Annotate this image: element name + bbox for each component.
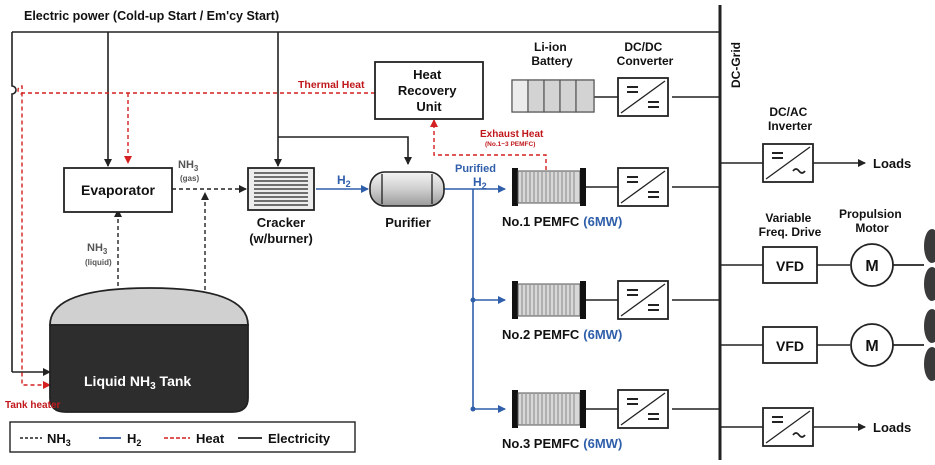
motor-2-label: M — [865, 338, 878, 355]
svg-text:No.1 PEMFC(6MW): No.1 PEMFC(6MW) — [502, 214, 622, 229]
evaporator: Evaporator — [63, 167, 173, 213]
heat-recovery-unit: Heat Recovery Unit — [374, 61, 484, 120]
electricity-lines — [11, 31, 866, 431]
fuel-cell-3-rating: (6MW) — [583, 436, 622, 451]
propulsion-title-line1: Propulsion — [839, 207, 902, 221]
svg-text:NH3: NH3 — [47, 431, 71, 448]
svg-text:NH3: NH3 — [87, 242, 108, 256]
fuel-cell-stack-3 — [511, 389, 587, 429]
fuel-cell-1-label: No.1 PEMFC — [502, 214, 580, 229]
h2-cracker-label: H — [337, 173, 346, 187]
vfd-1: VFD — [762, 246, 818, 284]
purifier: Purifier — [369, 171, 445, 230]
svg-text:No.2 PEMFC(6MW): No.2 PEMFC(6MW) — [502, 327, 622, 342]
motor-1-label: M — [865, 258, 878, 275]
tank-label-subscript: 3 — [150, 381, 156, 392]
propulsion-motor-1: M — [850, 243, 894, 287]
svg-text:Propulsion Motor: Propulsion Motor — [839, 207, 905, 235]
propeller-2 — [893, 309, 935, 381]
svg-text:Liquid NH3 Tank: Liquid NH3 Tank — [84, 373, 191, 392]
fc1-dcdc-converter — [617, 167, 669, 207]
h2-cracker-subscript: 2 — [346, 179, 351, 189]
svg-text:DC/AC Inverter: DC/AC Inverter — [768, 105, 812, 133]
legend-nh3-subscript: 3 — [66, 438, 71, 448]
legend-nh3: NH — [47, 431, 66, 446]
gas-state-label: (gas) — [180, 174, 199, 183]
fuel-cell-stack-1 — [511, 167, 587, 207]
dcac-inverter-1 — [762, 143, 814, 183]
purified-label: Purified — [455, 163, 496, 175]
heat-lines — [17, 85, 547, 389]
vfd-1-label: VFD — [776, 258, 804, 274]
fc2-dcdc-converter — [617, 280, 669, 320]
fuel-cell-stack-2 — [511, 280, 587, 320]
heat-recovery-line1: Heat — [413, 67, 442, 82]
cracker: Cracker (w/burner) — [247, 167, 315, 246]
exhaust-heat-label: Exhaust Heat — [480, 129, 544, 140]
fuel-cell-stripes — [521, 172, 575, 424]
svg-text:NH3: NH3 — [178, 159, 199, 173]
legend-electricity: Electricity — [268, 431, 331, 446]
heat-recovery-line3: Unit — [416, 99, 442, 114]
propeller-1 — [893, 229, 935, 301]
fuel-cell-2-rating: (6MW) — [583, 327, 622, 342]
dcac-inverter-2 — [762, 407, 814, 447]
svg-text:H2: H2 — [127, 431, 141, 448]
diagram-title: Electric power (Cold-up Start / Em'cy St… — [24, 9, 279, 23]
dcdc-label-line2: Converter — [617, 54, 674, 68]
vfd-2-label: VFD — [776, 338, 804, 354]
fuel-cell-2-label: No.2 PEMFC — [502, 327, 580, 342]
tank-label: Liquid NH — [84, 373, 150, 389]
svg-text:H2: H2 — [337, 173, 351, 189]
legend-h2: H — [127, 431, 136, 446]
nh3-liquid-label: NH — [87, 242, 103, 254]
fc3-dcdc-converter — [617, 389, 669, 429]
tank-label-suffix: Tank — [156, 373, 192, 389]
purifier-label: Purifier — [385, 215, 431, 230]
legend-heat: Heat — [196, 431, 225, 446]
vfd-2: VFD — [762, 326, 818, 364]
propulsion-motor-2: M — [850, 323, 894, 367]
svg-text:No.3 PEMFC(6MW): No.3 PEMFC(6MW) — [502, 436, 622, 451]
vfd-title-line2: Freq. Drive — [759, 225, 822, 239]
svg-text:DC/DC Converter: DC/DC Converter — [617, 40, 674, 68]
h2-purified-label: H — [473, 175, 482, 189]
fuel-cell-1-rating: (6MW) — [583, 214, 622, 229]
evaporator-label: Evaporator — [81, 182, 155, 198]
dcdc-label-line1: DC/DC — [624, 40, 662, 54]
svg-text:Li-ion Battery: Li-ion Battery — [531, 40, 573, 68]
cracker-label: Cracker — [257, 215, 305, 230]
liquid-state-label: (liquid) — [85, 258, 112, 267]
svg-text:Variable Freq. Drive: Variable Freq. Drive — [759, 211, 822, 239]
propulsion-title-line2: Motor — [855, 221, 889, 235]
heat-recovery-line2: Recovery — [398, 83, 457, 98]
dcac-label-line2: Inverter — [768, 119, 812, 133]
nh3-gas-label: NH — [178, 159, 194, 171]
loads-label-1: Loads — [873, 156, 911, 171]
liquid-nh3-tank: Liquid NH3 Tank — [49, 287, 249, 413]
legend-h2-subscript: 2 — [136, 438, 141, 448]
battery-label-line2: Battery — [531, 54, 573, 68]
h2-purified-subscript: 2 — [482, 181, 487, 191]
vfd-title-line1: Variable — [765, 211, 811, 225]
nh3-gas-subscript: 3 — [194, 164, 199, 173]
exhaust-heat-sublabel: (No.1~3 PEMFC) — [485, 141, 535, 148]
nh3-liquid-subscript: 3 — [103, 247, 108, 256]
svg-text:H2: H2 — [473, 175, 487, 191]
legend: NH3 H2 Heat Electricity — [9, 421, 356, 453]
dc-grid-label: DC-Grid — [729, 42, 743, 88]
cracker-sublabel: (w/burner) — [249, 231, 313, 246]
fuel-cell-3-label: No.3 PEMFC — [502, 436, 580, 451]
loads-label-2: Loads — [873, 420, 911, 435]
battery-label-line1: Li-ion — [534, 40, 567, 54]
svg-text:Heat Recovery Unit: Heat Recovery Unit — [398, 67, 460, 114]
dcac-label-line1: DC/AC — [769, 105, 807, 119]
li-ion-battery: Li-ion Battery — [511, 40, 595, 113]
tank-heater-label: Tank heater — [5, 400, 60, 411]
thermal-heat-label: Thermal Heat — [298, 79, 365, 91]
battery-dcdc-converter — [617, 77, 669, 117]
h2-lines — [316, 185, 506, 413]
